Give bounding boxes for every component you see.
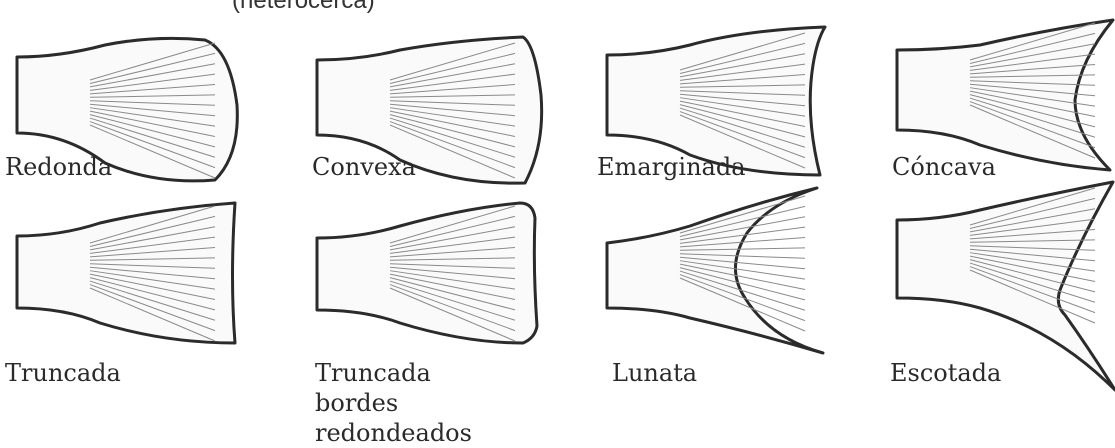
fin-label-truncada-bordes-redondeados: Truncada bordes redondeados <box>315 358 505 448</box>
top-fragment-text: (heterocerca) <box>232 0 375 15</box>
fin-escotada <box>885 180 1115 330</box>
fin-label-escotada: Escotada <box>890 358 1001 388</box>
fin-lunata <box>595 188 825 338</box>
fin-truncada <box>5 198 235 348</box>
fin-label-convexa: Convexa <box>312 152 416 182</box>
fin-label-lunata: Lunata <box>612 358 697 388</box>
fin-label-truncada: Truncada <box>5 358 121 388</box>
fin-label-emarginada: Emarginada <box>597 152 746 182</box>
fin-concava <box>885 15 1115 165</box>
fin-label-concava: Cóncava <box>892 152 996 182</box>
fin-truncada-bordes-redondeados <box>305 198 535 348</box>
fin-label-redonda: Redonda <box>5 152 112 182</box>
